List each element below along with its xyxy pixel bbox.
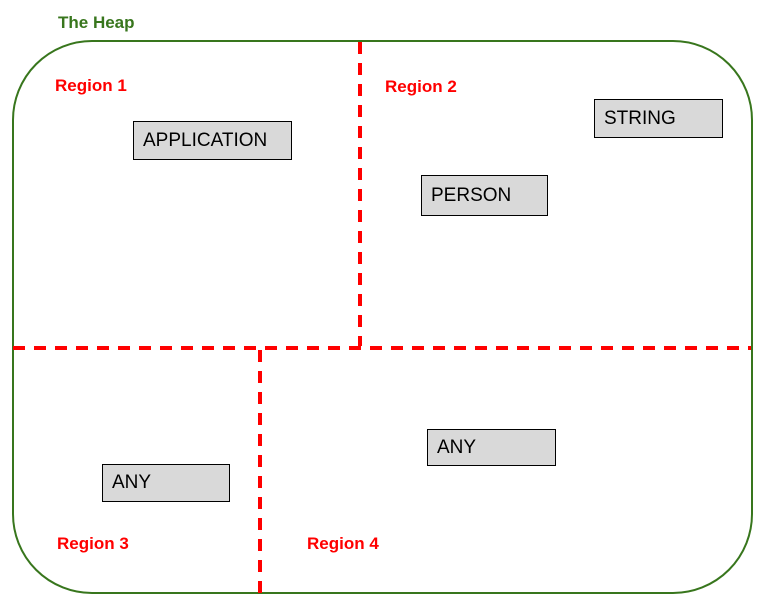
region-divider-vertical-bottom (258, 350, 262, 593)
application-box: APPLICATION (133, 121, 292, 160)
any-box-region-3: ANY (102, 464, 230, 502)
heap-outline (12, 40, 753, 594)
region-3-label: Region 3 (57, 534, 129, 553)
region-divider-horizontal (13, 346, 751, 350)
heap-title: The Heap (58, 13, 135, 32)
string-box: STRING (594, 99, 723, 138)
any-box-region-4: ANY (427, 429, 556, 466)
region-2-label: Region 2 (385, 77, 457, 96)
region-divider-vertical-top (358, 42, 362, 346)
region-1-label: Region 1 (55, 76, 127, 95)
person-box: PERSON (421, 175, 548, 216)
region-4-label: Region 4 (307, 534, 379, 553)
